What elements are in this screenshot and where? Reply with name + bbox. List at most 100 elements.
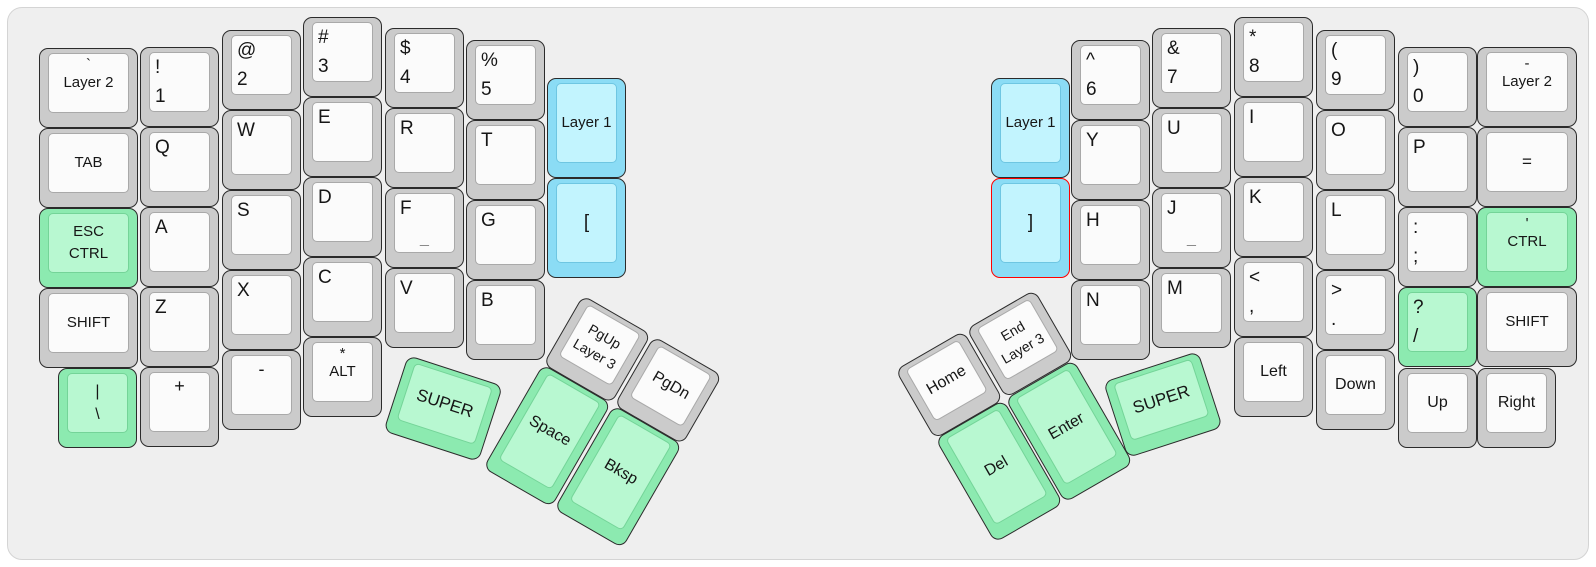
key-q[interactable]: Q (140, 127, 219, 207)
key-rbracket[interactable]: ] (991, 178, 1070, 278)
keycap-surface (48, 133, 129, 193)
key-p[interactable]: P (1398, 127, 1477, 207)
key-f[interactable]: F_ (385, 188, 464, 268)
keycap-surface (312, 102, 373, 162)
key-star-alt[interactable]: *ALT (303, 337, 382, 417)
key-lparen-9[interactable]: (9 (1316, 30, 1395, 110)
key-a[interactable]: A (140, 207, 219, 287)
key-layer1-right[interactable]: Layer 1 (991, 78, 1070, 178)
key-u[interactable]: U (1152, 108, 1231, 188)
keycap-surface (1113, 358, 1210, 442)
key-m[interactable]: M (1152, 268, 1231, 348)
key-dollar-4[interactable]: $4 (385, 28, 464, 108)
keycap-surface (1325, 195, 1386, 255)
key-d[interactable]: D (303, 177, 382, 257)
keycap-surface (149, 212, 210, 272)
keycap-surface (1243, 22, 1304, 82)
keycap-surface (629, 344, 713, 428)
key-at-2[interactable]: @2 (222, 30, 301, 110)
keycap-surface (394, 193, 455, 253)
keycap-surface (394, 33, 455, 93)
keycap-surface (67, 373, 128, 433)
key-up-arrow[interactable]: Up (1398, 368, 1477, 448)
keycap-surface (231, 35, 292, 95)
key-r[interactable]: R (385, 108, 464, 188)
keycap-surface (556, 83, 617, 163)
keycap-surface (1486, 373, 1547, 433)
key-n[interactable]: N (1071, 280, 1150, 360)
keycap-surface (1161, 113, 1222, 173)
keycap-surface (396, 362, 494, 445)
keycap-surface (312, 182, 373, 242)
keycap-surface (1161, 193, 1222, 253)
key-z[interactable]: Z (140, 287, 219, 367)
keycap-surface (1407, 132, 1468, 192)
key-backtick-layer2[interactable]: `Layer 2 (39, 48, 138, 128)
keycap-surface (149, 292, 210, 352)
keycap-surface (1486, 52, 1568, 112)
keycap-surface (1486, 292, 1568, 352)
key-e[interactable]: E (303, 97, 382, 177)
key-minus-left[interactable]: - (222, 350, 301, 430)
key-lt-comma[interactable]: <, (1234, 257, 1313, 337)
key-quote-ctrl[interactable]: 'CTRL (1477, 207, 1577, 287)
key-lbracket[interactable]: [ (547, 178, 626, 278)
keycap-surface (1080, 205, 1141, 265)
keycap-surface (1243, 262, 1304, 322)
key-y[interactable]: Y (1071, 120, 1150, 200)
keycap-surface (1407, 373, 1468, 433)
key-t[interactable]: T (466, 120, 545, 200)
key-o[interactable]: O (1316, 110, 1395, 190)
key-right-arrow[interactable]: Right (1477, 368, 1556, 448)
keycap-surface (1161, 273, 1222, 333)
keycap-surface (231, 195, 292, 255)
key-question-slash[interactable]: ?/ (1398, 287, 1477, 367)
key-esc-ctrl[interactable]: ESC CTRL (39, 208, 138, 288)
key-super-left[interactable]: SUPER (383, 355, 504, 462)
key-v[interactable]: V (385, 268, 464, 348)
key-w[interactable]: W (222, 110, 301, 190)
key-down-arrow[interactable]: Down (1316, 350, 1395, 430)
key-plus[interactable]: + (140, 367, 219, 447)
key-j[interactable]: J_ (1152, 188, 1231, 268)
keycap-surface (48, 53, 129, 113)
keycap-surface (1325, 115, 1386, 175)
keycap-surface (558, 303, 642, 387)
key-pipe-backslash[interactable]: | \ (58, 368, 137, 448)
key-gt-period[interactable]: >. (1316, 270, 1395, 350)
key-layer1-left[interactable]: Layer 1 (547, 78, 626, 178)
key-star-8[interactable]: *8 (1234, 17, 1313, 97)
keycap-surface (905, 339, 989, 422)
key-tab[interactable]: TAB (39, 128, 138, 208)
keycap-surface (1080, 45, 1141, 105)
key-c[interactable]: C (303, 257, 382, 337)
keycap-surface (475, 285, 536, 345)
key-i[interactable]: I (1234, 97, 1313, 177)
key-x[interactable]: X (222, 270, 301, 350)
keycap-surface (1325, 35, 1386, 95)
keycap-surface (1243, 102, 1304, 162)
key-dash-layer2[interactable]: -Layer 2 (1477, 47, 1577, 127)
key-colon-semicolon[interactable]: :; (1398, 207, 1477, 287)
key-percent-5[interactable]: %5 (466, 40, 545, 120)
key-s[interactable]: S (222, 190, 301, 270)
keycap-surface (312, 22, 373, 82)
key-shift-right[interactable]: SHIFT (1477, 287, 1577, 367)
key-k[interactable]: K (1234, 177, 1313, 257)
key-exclam-1[interactable]: !1 (140, 47, 219, 127)
key-l[interactable]: L (1316, 190, 1395, 270)
key-left-arrow[interactable]: Left (1234, 337, 1313, 417)
keycap-surface (1486, 132, 1568, 192)
key-rparen-0[interactable]: )0 (1398, 47, 1477, 127)
key-h[interactable]: H (1071, 200, 1150, 280)
key-shift-left[interactable]: SHIFT (39, 288, 138, 368)
key-equals[interactable]: = (1477, 127, 1577, 207)
key-hash-3[interactable]: #3 (303, 17, 382, 97)
keycap-surface (1080, 125, 1141, 185)
keycap-surface (1080, 285, 1141, 345)
key-g[interactable]: G (466, 200, 545, 280)
key-b[interactable]: B (466, 280, 545, 360)
key-caret-6[interactable]: ^6 (1071, 40, 1150, 120)
key-amp-7[interactable]: &7 (1152, 28, 1231, 108)
